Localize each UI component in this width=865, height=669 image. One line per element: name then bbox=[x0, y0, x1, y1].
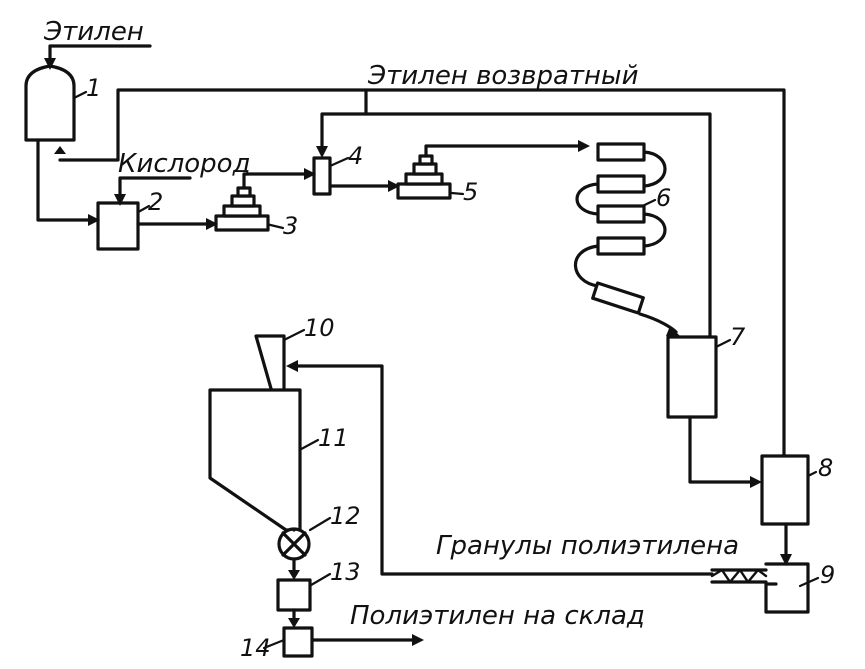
number-6: 6 bbox=[656, 184, 671, 212]
flow-lines bbox=[36, 44, 788, 642]
equipment-3-compressor bbox=[214, 186, 270, 232]
number-10: 10 bbox=[304, 314, 335, 342]
ethylene-return-label: Этилен возвратный bbox=[367, 61, 638, 91]
ethylene-label: Этилен bbox=[43, 17, 144, 47]
equipment-12-rotary-valve bbox=[277, 527, 311, 561]
number-12: 12 bbox=[330, 502, 361, 530]
equipment-2-compressor bbox=[96, 201, 140, 251]
to-warehouse-label: Полиэтилен на склад bbox=[350, 601, 645, 631]
number-1: 1 bbox=[86, 74, 101, 102]
arrowheads bbox=[44, 58, 792, 646]
oxygen-label: Кислород bbox=[118, 149, 251, 179]
equipment-8-separator bbox=[760, 454, 810, 526]
number-8: 8 bbox=[818, 454, 833, 482]
number-7: 7 bbox=[730, 323, 746, 351]
equipment-5-compressor bbox=[396, 154, 452, 200]
equipment-6-tubular-reactor bbox=[573, 142, 667, 315]
equipment-9-granulator bbox=[710, 562, 810, 614]
granules-label: Гранулы полиэтилена bbox=[436, 531, 739, 561]
number-5: 5 bbox=[463, 178, 478, 206]
equipment-14-bagger bbox=[282, 626, 314, 658]
number-2: 2 bbox=[148, 188, 163, 216]
number-3: 3 bbox=[283, 212, 298, 240]
equipment-1-vessel bbox=[24, 64, 76, 142]
equipment-7-separator bbox=[666, 335, 718, 419]
number-9: 9 bbox=[820, 561, 835, 589]
equipment-13-packer bbox=[276, 578, 312, 612]
number-11: 11 bbox=[318, 424, 349, 452]
equipment-11-hopper bbox=[208, 388, 302, 532]
equipment-10-cyclone bbox=[254, 334, 286, 394]
equipment-4-mixer bbox=[312, 156, 332, 196]
number-13: 13 bbox=[330, 558, 361, 586]
number-4: 4 bbox=[348, 142, 363, 170]
